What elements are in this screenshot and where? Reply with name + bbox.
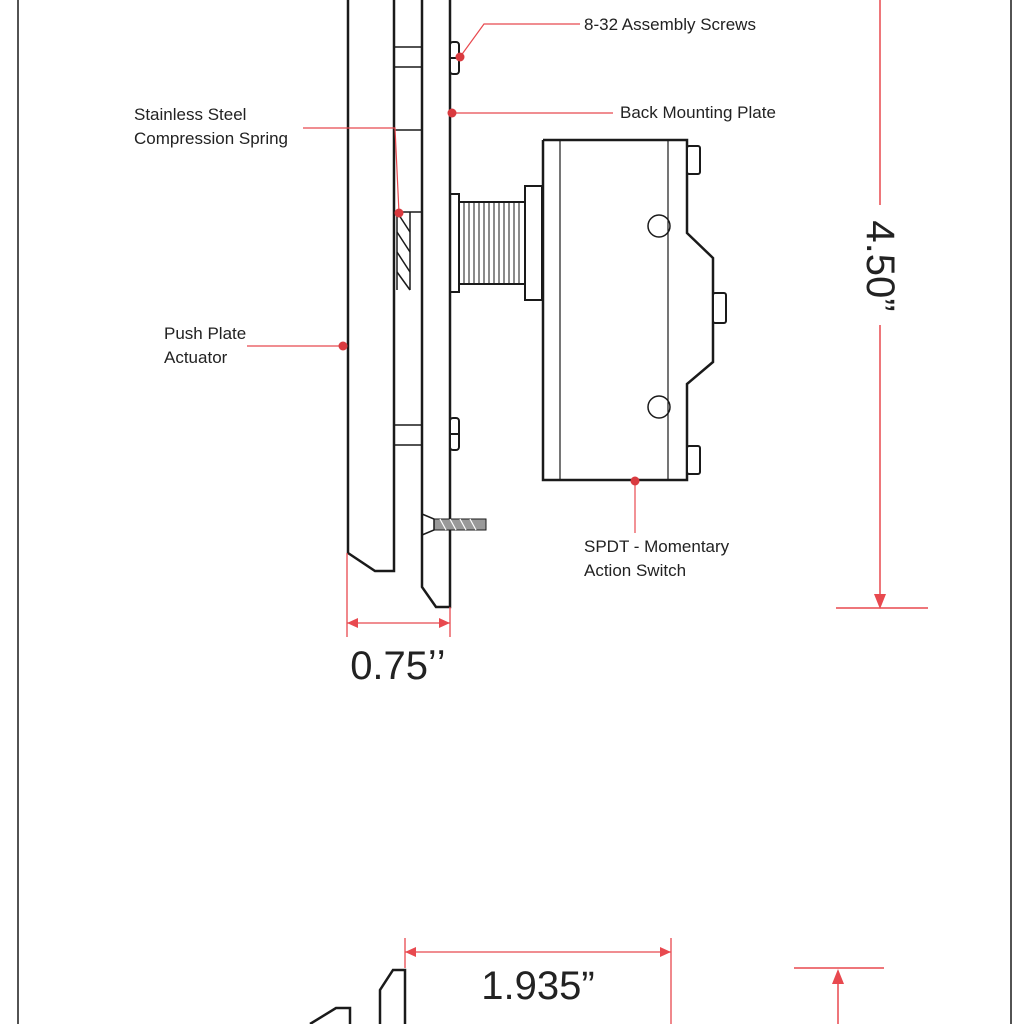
spdt-switch-body <box>541 138 715 482</box>
label-assembly-screws: 8-32 Assembly Screws <box>584 15 756 34</box>
threaded-bushing <box>449 185 543 301</box>
label-spring-line2: Compression Spring <box>134 129 288 148</box>
label-push-plate-line1: Push Plate <box>164 324 246 343</box>
height-dimension-value: 4.50” <box>858 220 902 311</box>
width-dimension-value: 1.935” <box>481 964 594 1008</box>
switch-terminal-top <box>686 145 701 175</box>
switch-terminal-middle <box>712 292 727 324</box>
bottom-standoff <box>394 424 422 446</box>
label-back-mounting-plate: Back Mounting Plate <box>620 103 776 122</box>
callout-leader-spring <box>303 127 404 218</box>
countersink-detail <box>421 513 487 536</box>
label-push-plate-line2: Actuator <box>164 348 228 367</box>
callout-leader-back-plate <box>447 108 613 118</box>
callout-leader-push-plate <box>247 341 348 351</box>
assembly-screw-bottom <box>449 417 460 451</box>
callout-leader-switch <box>630 476 640 533</box>
lower-view-outline <box>309 968 407 1026</box>
depth-dimension-value: 0.75ʼʼ <box>350 644 446 688</box>
height-dimension <box>836 0 928 609</box>
top-standoff <box>394 46 422 68</box>
callout-leader-screws <box>455 23 580 62</box>
push-plate-actuator <box>346 0 396 573</box>
lower-height-dimension <box>794 967 884 1024</box>
switch-terminal-bottom <box>686 445 701 475</box>
compression-spring <box>396 211 411 291</box>
depth-dimension <box>346 553 451 637</box>
label-switch-line1: SPDT - Momentary <box>584 537 730 556</box>
label-switch-line2: Action Switch <box>584 561 686 580</box>
back-mounting-plate <box>420 0 452 609</box>
width-dimension <box>404 938 672 1024</box>
label-spring-line1: Stainless Steel <box>134 105 246 124</box>
